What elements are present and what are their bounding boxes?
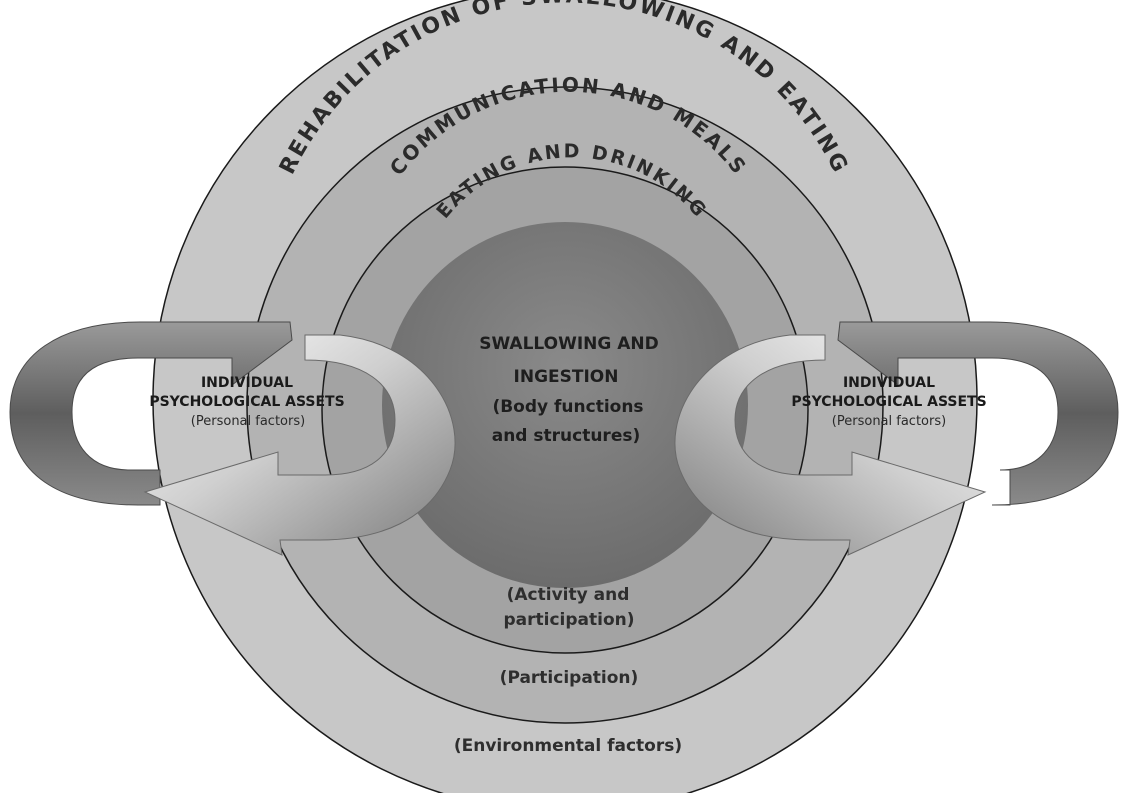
right-inner-curved-arrow	[674, 334, 987, 556]
right-assets-line-1: INDIVIDUAL	[843, 375, 935, 391]
third-ring-caption-line-1: (Activity and	[507, 585, 630, 605]
center-circle	[382, 222, 748, 588]
center-line-2: INGESTION	[514, 367, 619, 387]
center-line-1: SWALLOWING AND	[479, 334, 659, 354]
left-assets-subtitle: (Personal factors)	[191, 414, 305, 429]
center-line-4: and structures)	[492, 426, 641, 446]
left-outer-curved-arrow	[9, 321, 293, 506]
left-assets-line-1: INDIVIDUAL	[201, 375, 293, 391]
left-assets-line-2: PSYCHOLOGICAL ASSETS	[149, 394, 344, 410]
right-assets-line-2: PSYCHOLOGICAL ASSETS	[791, 394, 986, 410]
left-inner-curved-arrow	[143, 334, 456, 556]
right-assets-subtitle: (Personal factors)	[832, 414, 946, 429]
second-ring-caption: (Participation)	[500, 668, 639, 688]
outer-ring-caption: (Environmental factors)	[454, 736, 682, 756]
third-ring-caption-line-2: participation)	[503, 610, 634, 630]
right-outer-curved-arrow	[837, 321, 1119, 506]
center-line-3: (Body functions	[492, 397, 643, 417]
